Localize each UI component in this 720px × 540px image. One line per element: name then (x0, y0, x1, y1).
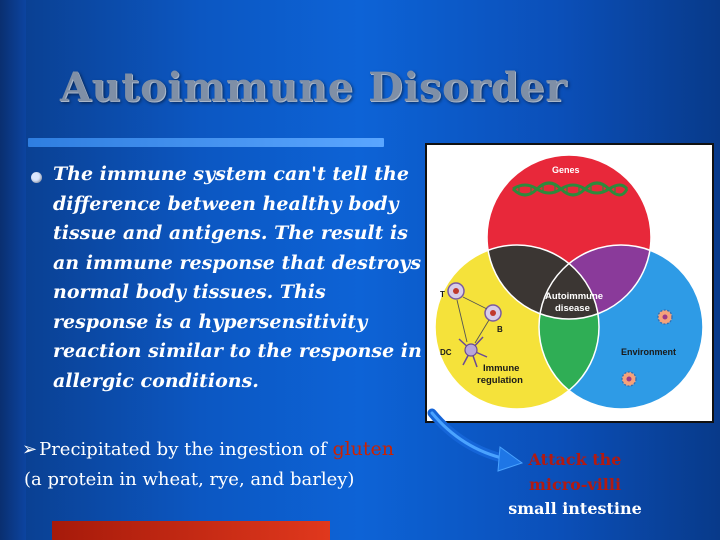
environment-particle-icon (621, 371, 637, 387)
dna-rungs (518, 185, 616, 193)
venn-diagram: Genes Autoimmune disease Environment Imm… (434, 154, 704, 410)
environment-particle-icon (657, 309, 673, 325)
environment-label: Environment (621, 347, 676, 357)
dc-cell-label: DC (440, 348, 452, 357)
sub-bullet-line-1: ➢Precipitated by the ingestion of gluten (22, 438, 394, 460)
genes-label: Genes (552, 165, 580, 175)
b-cell-label: B (497, 325, 503, 334)
dna-helix-icon (511, 181, 629, 197)
note-line-3: small intestine (508, 499, 642, 518)
note-line-2: micro-villi (528, 474, 622, 494)
left-accent-strip (0, 0, 26, 540)
title-underline-bar (28, 138, 384, 147)
cell-interaction-arrows (456, 296, 490, 344)
immune-label-line-2: regulation (477, 375, 523, 386)
center-overlap (487, 245, 599, 319)
sub-bullet-line-2: (a protein in wheat, rye, and barley) (24, 469, 355, 490)
arrow-bullet-icon: ➢ (22, 439, 38, 460)
t-cell-label: T (440, 290, 445, 299)
immune-label-line-1: Immune (483, 363, 519, 374)
gluten-highlight: gluten (332, 438, 395, 460)
main-bullet-text: The immune system can't tell the differe… (53, 163, 422, 392)
attack-note: Attack the micro-villi small intestine (505, 448, 645, 522)
center-label-line-1: Autoimmune (545, 291, 603, 302)
sub-bullet-prefix: Precipitated by the ingestion of (39, 439, 327, 460)
center-label-line-2: disease (555, 303, 590, 314)
bullet-icon (31, 172, 42, 183)
venn-diagram-frame: Genes Autoimmune disease Environment Imm… (425, 143, 714, 423)
note-line-1: Attack the (528, 450, 622, 469)
slide-title: Autoimmune Disorder (60, 64, 567, 111)
bottom-accent-bar (52, 521, 330, 540)
curved-arrow-icon (427, 408, 524, 472)
